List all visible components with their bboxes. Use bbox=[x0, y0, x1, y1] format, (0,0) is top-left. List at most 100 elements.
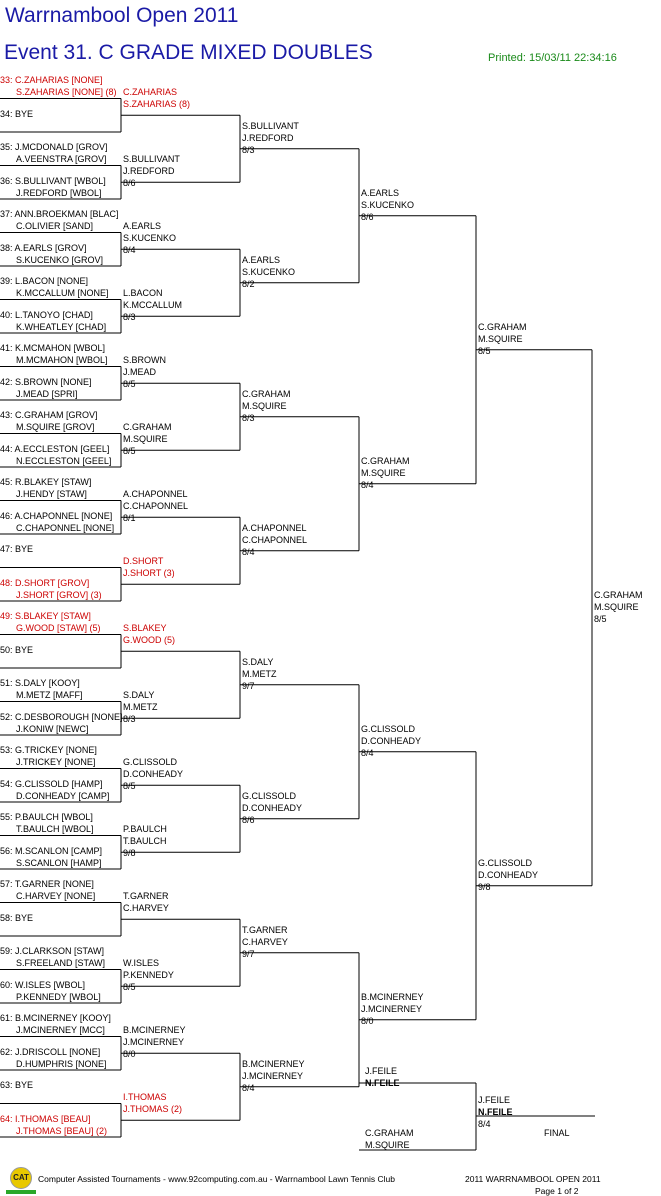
round2-match-10-player2: D.CONHEADY bbox=[123, 769, 184, 780]
round4-match-1-player1: C.GRAHAM bbox=[361, 455, 410, 466]
entry-38-player1: 38: A.EARLS [GROV] bbox=[0, 242, 87, 253]
round2-match-2-score: 8/4 bbox=[123, 245, 136, 256]
entry-54-player1: 54: G.CLISSOLD [HAMP] bbox=[0, 778, 103, 789]
round2-match-6-player1: A.CHAPONNEL bbox=[123, 489, 188, 500]
footer-credit: Computer Assisted Tournaments - www.92co… bbox=[38, 1174, 396, 1184]
entry-56-player1: 56: M.SCANLON [CAMP] bbox=[0, 845, 103, 856]
entry-64-player1: 64: I.THOMAS [BEAU] bbox=[0, 1113, 91, 1124]
round4-match-0-player1: A.EARLS bbox=[361, 187, 400, 198]
entry-60-player2: P.KENNEDY [WBOL] bbox=[16, 991, 101, 1002]
round2-match-14-player2: J.MCINERNEY bbox=[123, 1037, 185, 1048]
entry-57-player2: C.HARVEY [NONE] bbox=[16, 891, 96, 901]
round2-match-11-score: 9/8 bbox=[123, 848, 136, 859]
entry-43-player1: 43: C.GRAHAM [GROV] bbox=[0, 410, 98, 420]
entry-49-player2: G.WOOD [STAW] (5) bbox=[16, 623, 101, 633]
round2-match-10-score: 8/5 bbox=[123, 781, 136, 792]
round2-match-13-player2: P.KENNEDY bbox=[123, 970, 174, 981]
round2-match-8-player2: G.WOOD (5) bbox=[123, 635, 175, 646]
round6-match-0-player2: M.SQUIRE bbox=[594, 601, 639, 612]
round4-match-3-player2: J.MCINERNEY bbox=[361, 1003, 423, 1014]
page-title: Warrnambool Open 2011 bbox=[5, 4, 239, 27]
entry-53-player2: J.TRICKEY [NONE] bbox=[16, 757, 96, 767]
cat-logo-icon: CAT bbox=[10, 1167, 32, 1189]
logo-underline bbox=[6, 1190, 36, 1194]
round3-match-7-player1: B.MCINERNEY bbox=[242, 1058, 305, 1069]
round2-match-5-player2: M.SQUIRE bbox=[123, 434, 168, 445]
entry-42-player2: J.MEAD [SPRI] bbox=[16, 388, 78, 399]
round3-match-3-player2: C.CHAPONNEL bbox=[242, 534, 308, 545]
round3-match-3-player1: A.CHAPONNEL bbox=[242, 522, 307, 533]
round2-match-14-player1: B.MCINERNEY bbox=[123, 1025, 186, 1036]
round5-match-0-score: 8/5 bbox=[478, 345, 491, 356]
round4-match-3-player1: B.MCINERNEY bbox=[361, 991, 424, 1002]
round3-match-0-score: 8/3 bbox=[242, 144, 255, 155]
entry-51-player2: M.METZ [MAFF] bbox=[16, 690, 83, 700]
round3-match-4-player1: S.DALY bbox=[242, 656, 274, 667]
round4-match-2-player1: G.CLISSOLD bbox=[361, 723, 416, 734]
round3-match-1-player1: A.EARLS bbox=[242, 254, 281, 265]
final-other-player1: J.FEILE bbox=[365, 1066, 398, 1076]
entry-35-player2: A.VEENSTRA [GROV] bbox=[16, 154, 107, 164]
round3-match-5-player1: G.CLISSOLD bbox=[242, 790, 297, 801]
round2-match-10-player1: G.CLISSOLD bbox=[123, 757, 178, 768]
round5-match-0-player2: M.SQUIRE bbox=[478, 333, 523, 344]
entry-57-player1: 57: T.GARNER [NONE] bbox=[0, 879, 94, 889]
entry-53-player1: 53: G.TRICKEY [NONE] bbox=[0, 745, 97, 755]
entry-62-player1: 62: J.DRISCOLL [NONE] bbox=[0, 1046, 101, 1057]
entry-50-player1: 50: BYE bbox=[0, 644, 34, 655]
round2-match-6-score: 8/1 bbox=[123, 513, 136, 524]
entry-38-player2: S.KUCENKO [GROV] bbox=[16, 254, 104, 265]
round3-match-6-player2: C.HARVEY bbox=[242, 936, 288, 947]
round2-match-4-score: 8/5 bbox=[123, 379, 136, 390]
round3-match-2-player1: C.GRAHAM bbox=[242, 388, 291, 399]
round2-match-6-player2: C.CHAPONNEL bbox=[123, 501, 189, 512]
entry-48-player1: 48: D.SHORT [GROV] bbox=[0, 577, 90, 588]
round3-match-0-player2: J.REDFORD bbox=[242, 132, 294, 143]
round2-match-2-player1: A.EARLS bbox=[123, 221, 162, 232]
entry-39-player1: 39: L.BACON [NONE] bbox=[0, 276, 89, 286]
entry-52-player2: J.KONIW [NEWC] bbox=[16, 723, 89, 734]
entry-61-player1: 61: B.MCINERNEY [KOOY] bbox=[0, 1013, 111, 1023]
round2-match-15-player1: I.THOMAS bbox=[123, 1092, 167, 1103]
entry-40-player1: 40: L.TANOYO [CHAD] bbox=[0, 309, 93, 320]
round6-match-0-player1: C.GRAHAM bbox=[594, 589, 643, 600]
entry-49-player1: 49: S.BLAKEY [STAW] bbox=[0, 611, 91, 621]
round2-match-3-player2: K.MCCALLUM bbox=[123, 300, 183, 311]
round2-match-12-player2: C.HARVEY bbox=[123, 903, 169, 914]
round2-match-8-player1: S.BLAKEY bbox=[123, 623, 167, 634]
entry-47-player1: 47: BYE bbox=[0, 544, 34, 554]
entry-33-player1: 33: C.ZAHARIAS [NONE] bbox=[0, 75, 103, 85]
round2-match-13-player1: W.ISLES bbox=[123, 958, 160, 969]
round2-match-12-player1: T.GARNER bbox=[123, 891, 169, 902]
entry-63-player1: 63: BYE bbox=[0, 1080, 34, 1090]
entry-41-player2: M.MCMAHON [WBOL] bbox=[16, 355, 108, 365]
round4-match-2-score: 8/4 bbox=[361, 747, 374, 758]
entry-39-player2: K.MCCALLUM [NONE] bbox=[16, 288, 109, 298]
round5-match-1-player1: G.CLISSOLD bbox=[478, 857, 533, 868]
entry-60-player1: 60: W.ISLES [WBOL] bbox=[0, 979, 86, 990]
round2-match-9-player2: M.METZ bbox=[123, 702, 158, 713]
entry-58-player1: 58: BYE bbox=[0, 912, 34, 923]
entry-41-player1: 41: K.MCMAHON [WBOL] bbox=[0, 343, 106, 353]
round2-match-4-player2: J.MEAD bbox=[123, 367, 157, 378]
round2-match-15-player2: J.THOMAS (2) bbox=[123, 1104, 183, 1115]
round2-match-3-player1: L.BACON bbox=[123, 288, 163, 299]
entry-56-player2: S.SCANLON [HAMP] bbox=[16, 857, 102, 868]
round3-match-7-score: 8/4 bbox=[242, 1082, 255, 1093]
round2-match-4-player1: S.BROWN bbox=[123, 355, 167, 366]
round3-match-1-score: 8/2 bbox=[242, 278, 255, 289]
round3-match-0-player1: S.BULLIVANT bbox=[242, 120, 299, 131]
entry-59-player1: 59: J.CLARKSON [STAW] bbox=[0, 946, 105, 956]
round2-match-7-player1: D.SHORT bbox=[123, 556, 164, 567]
round2-match-5-player1: C.GRAHAM bbox=[123, 422, 172, 433]
final-winner-player1: J.FEILE bbox=[478, 1095, 511, 1105]
entry-46-player2: C.CHAPONNEL [NONE] bbox=[16, 522, 115, 533]
entry-45-player2: J.HENDY [STAW] bbox=[16, 489, 87, 499]
entry-34-player1: 34: BYE bbox=[0, 108, 34, 119]
entry-59-player2: S.FREELAND [STAW] bbox=[16, 958, 106, 968]
round2-match-3-score: 8/3 bbox=[123, 312, 136, 323]
round3-match-6-score: 9/7 bbox=[242, 948, 255, 959]
entry-43-player2: M.SQUIRE [GROV] bbox=[16, 422, 95, 432]
round3-match-4-score: 9/7 bbox=[242, 680, 255, 691]
entry-61-player2: J.MCINERNEY [MCC] bbox=[16, 1025, 105, 1035]
